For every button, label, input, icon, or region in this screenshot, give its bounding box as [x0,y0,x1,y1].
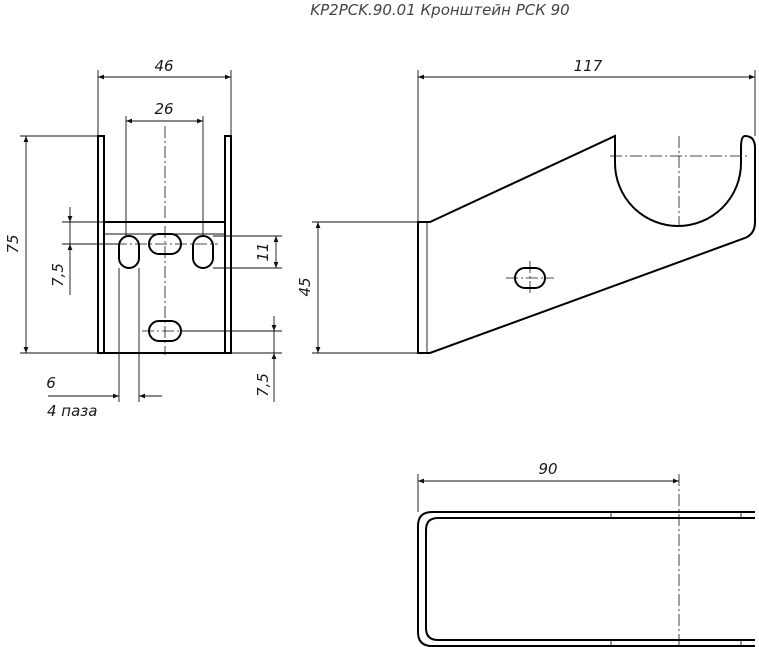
side-view: 117 45 [296,57,756,354]
dim-length-label: 117 [574,57,603,75]
top-profile-inner [425,517,755,641]
dim-width-label: 46 [154,57,173,75]
bracket-profile [417,134,756,354]
dim-height-label: 75 [4,234,22,253]
base-plate [103,221,226,354]
dim-slot-offset-label: 7,5 [49,263,67,287]
dim-slot-spacing-label: 26 [154,100,173,118]
drawing-title: KP2PCK.90.01 Кронштейн РСК 90 [310,1,569,19]
top-profile-outer [417,511,755,647]
dim-side-height-label: 45 [296,277,314,296]
top-view: 90 [417,460,755,647]
front-view: 46 26 75 7,5 11 7,5 6 [4,57,282,420]
dim-bottom-offset-label: 7,5 [254,373,272,397]
slot-right [192,235,214,269]
dim-slot-length-label: 11 [254,242,272,261]
slot-left [118,235,140,269]
slot-count-note: 4 паза [47,402,97,420]
dim-top-length-label: 90 [538,460,557,478]
dim-slot-width-label: 6 [46,374,56,392]
